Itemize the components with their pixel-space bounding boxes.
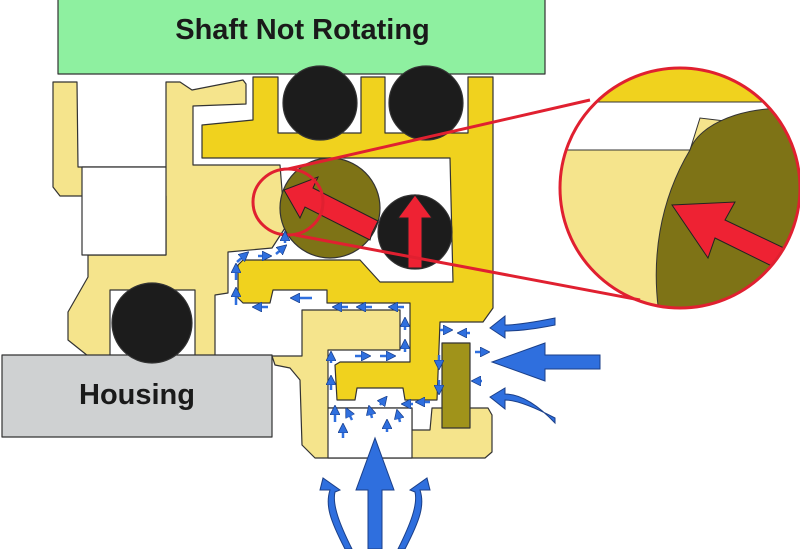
wear-ring	[441, 342, 471, 429]
magnified-view	[560, 68, 800, 308]
pressure-arrows	[319, 314, 601, 549]
magnifier-line-bottom	[294, 233, 641, 302]
shaft-label: Shaft Not Rotating	[175, 14, 430, 46]
force-arrow-magnified	[671, 201, 800, 276]
pressure-arrow-curve-bottom	[489, 387, 556, 425]
force-arrow-diagonal	[283, 176, 379, 241]
o-ring-top-left	[282, 65, 358, 141]
pressure-arrow-curve-left	[319, 477, 353, 549]
magnifier-circle	[558, 66, 800, 310]
shaft	[57, 0, 546, 75]
pressure-arrow-up-big	[355, 436, 395, 549]
pressure-arrow-curve-top	[489, 314, 556, 339]
piston-light	[271, 309, 493, 459]
pressure-arrow-curve-right	[397, 477, 431, 549]
o-ring-top-right	[388, 65, 464, 141]
pressure-arrow-left-big	[490, 342, 601, 382]
cavity	[81, 166, 167, 256]
housing	[1, 354, 273, 438]
leak-path-arrows	[236, 236, 485, 438]
magnifier-line-top	[287, 98, 591, 171]
housing-label: Housing	[79, 379, 195, 411]
o-ring-housing	[111, 282, 193, 364]
